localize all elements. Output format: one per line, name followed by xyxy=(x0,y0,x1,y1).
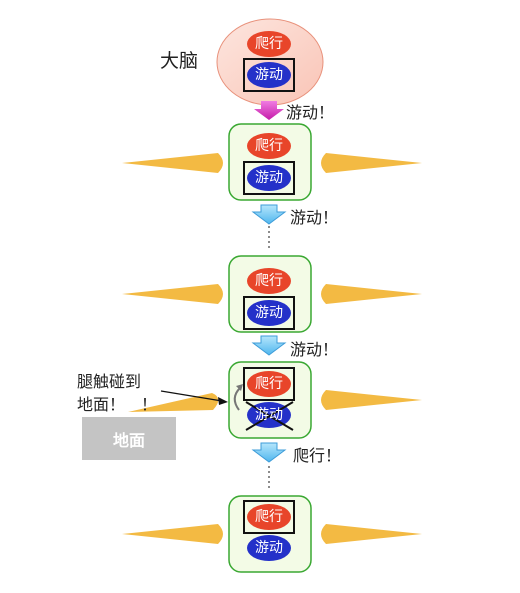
leg-left-1 xyxy=(122,153,223,173)
leg-right-1 xyxy=(321,153,422,173)
brain-swim-pill xyxy=(247,62,291,88)
seg2-swim-text: 游动 xyxy=(255,305,283,321)
seg3-active-box xyxy=(243,367,295,401)
leg-right-4 xyxy=(321,524,422,544)
ground-block: 地面 xyxy=(82,417,176,460)
seg2-active-box xyxy=(243,296,295,330)
seg1-crawl-pill xyxy=(247,133,291,159)
seg2-crawl-pill xyxy=(247,268,291,294)
brain-label: 大脑 xyxy=(160,50,199,72)
brain-active-box xyxy=(243,58,295,92)
seg1-swim-pill xyxy=(247,165,291,191)
arrow-label-2: 游动！ xyxy=(290,340,339,359)
touch-note: 腿触碰到 地面！ ！ xyxy=(77,372,158,414)
brain-swim-text: 游动 xyxy=(255,67,283,83)
note-pointer xyxy=(160,390,223,402)
touch-arc-head xyxy=(236,384,243,391)
seg4-swim-pill xyxy=(247,535,291,561)
seg3-crawl-pill xyxy=(247,371,291,397)
arrow-label-3: 爬行！ xyxy=(293,446,342,465)
arrow-2 xyxy=(251,335,287,356)
leg-left-touch xyxy=(128,393,219,412)
leg-right-2 xyxy=(321,284,422,304)
arrow-3 xyxy=(251,442,287,463)
seg4-crawl-pill xyxy=(247,504,291,530)
leg-right-3 xyxy=(321,390,422,410)
touch-arc xyxy=(233,387,241,411)
seg1-swim-text: 游动 xyxy=(255,170,283,186)
arrows xyxy=(251,101,287,463)
leg-left-2 xyxy=(122,284,223,304)
pills xyxy=(247,31,291,561)
swim-crossed-mark xyxy=(245,401,294,431)
brain-crawl-text: 爬行 xyxy=(255,36,283,52)
leg-left-4 xyxy=(122,524,223,544)
brain-crawl-pill xyxy=(247,31,291,57)
arrow-label-1: 游动！ xyxy=(290,208,339,227)
seg2-crawl-text: 爬行 xyxy=(255,273,283,289)
seg1-active-box xyxy=(243,161,295,195)
seg4-swim-text: 游动 xyxy=(255,540,283,556)
arrow-label-brain: 游动！ xyxy=(286,103,335,122)
note-pointer-head xyxy=(218,397,228,405)
seg3-crawl-text: 爬行 xyxy=(255,376,283,392)
brain-arrow xyxy=(254,101,284,120)
legs xyxy=(122,153,422,544)
seg1-crawl-text: 爬行 xyxy=(255,138,283,154)
seg3-swim-text: 游动 xyxy=(255,407,283,423)
seg4-active-box xyxy=(243,500,295,534)
arrow-1 xyxy=(251,204,287,225)
seg4-crawl-text: 爬行 xyxy=(255,509,283,525)
active-boxes xyxy=(243,58,295,534)
seg2-swim-pill xyxy=(247,300,291,326)
